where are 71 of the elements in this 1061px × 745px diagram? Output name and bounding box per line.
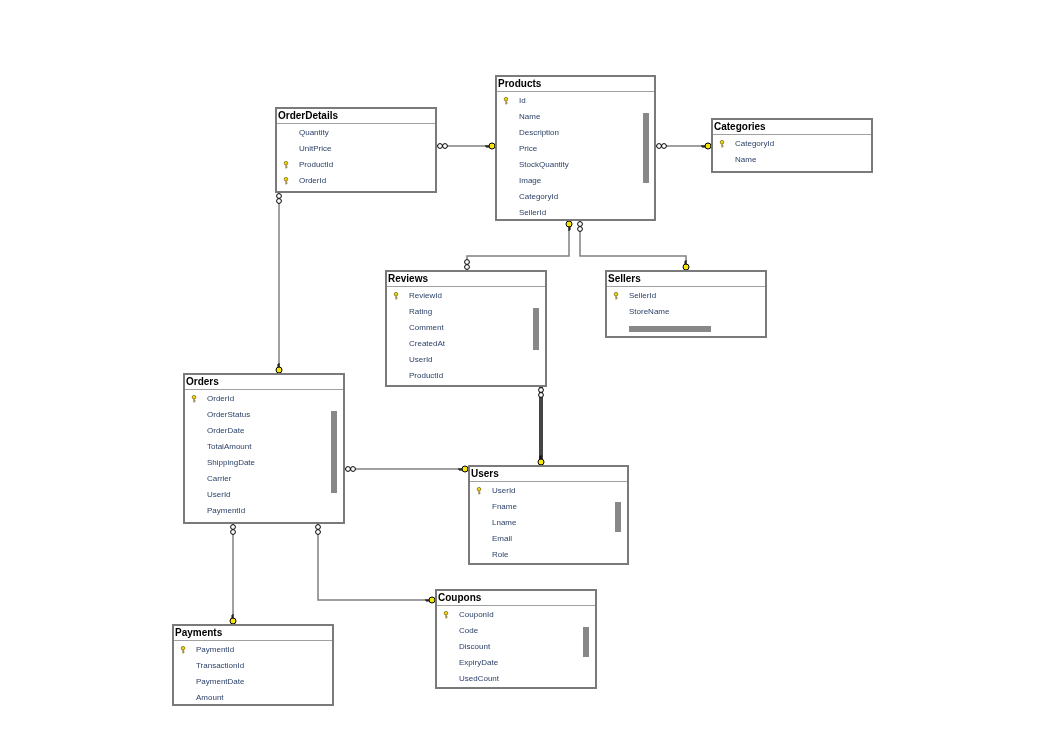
column-name: UnitPrice (298, 144, 332, 154)
relationship-line (229, 523, 237, 625)
relationship-line (436, 142, 496, 150)
table-box (495, 75, 656, 221)
column-name: CategoryId (518, 192, 559, 202)
column-name: Lname (491, 518, 517, 528)
column-name: Carrier (206, 474, 232, 484)
relationship-line (537, 387, 545, 466)
relationship-line (275, 192, 283, 374)
relationship-line (315, 523, 436, 604)
column-name: ExpiryDate (458, 658, 499, 668)
column-name: TransactionId (195, 661, 245, 671)
column-name: Amount (195, 693, 224, 703)
table-box (711, 118, 873, 173)
column-name: OrderStatus (206, 410, 251, 420)
column-name: OrderDate (206, 426, 245, 436)
table-box (435, 589, 597, 689)
column-name: CategoryId (734, 139, 775, 149)
column-name: Comment (408, 323, 444, 333)
table-title: Users (470, 467, 627, 482)
table-box (385, 270, 547, 387)
column-name: UserId (491, 486, 516, 496)
column-name: TotalAmount (206, 442, 252, 452)
column-name: Name (518, 112, 541, 122)
table-title: Orders (185, 375, 343, 390)
column-name: UsedCount (458, 674, 500, 684)
table-title: OrderDetails (277, 109, 435, 124)
table-title: Coupons (437, 591, 595, 606)
table-box (275, 107, 437, 193)
column-name: ProductId (298, 160, 334, 170)
column-name: PaymentId (206, 506, 246, 516)
column-name: SellerId (628, 291, 657, 301)
column-name: Role (491, 550, 509, 560)
column-name: ShippingDate (206, 458, 256, 468)
table-box (172, 624, 334, 706)
column-name: Name (734, 155, 757, 165)
column-name: Discount (458, 642, 491, 652)
column-name: UserId (408, 355, 433, 365)
table-box (605, 270, 767, 338)
column-name: Price (518, 144, 538, 154)
column-name: Email (491, 534, 512, 544)
column-name: PaymentId (195, 645, 235, 655)
table-title: Products (497, 77, 654, 92)
column-name: Code (458, 626, 479, 636)
column-name: Fname (491, 502, 517, 512)
column-name: UserId (206, 490, 231, 500)
relationship-line (655, 142, 712, 150)
table-title: Sellers (607, 272, 765, 287)
column-name: StoreName (628, 307, 670, 317)
column-name: PaymentDate (195, 677, 245, 687)
column-name: Rating (408, 307, 433, 317)
column-name: Description (518, 128, 559, 138)
column-name: ProductId (408, 371, 444, 381)
column-name: SellerId (518, 208, 547, 218)
relationship-line (464, 220, 573, 271)
table-box (183, 373, 345, 524)
relationship-line (344, 465, 469, 473)
column-name: ReviewId (408, 291, 442, 301)
column-name: OrderId (298, 176, 327, 186)
table-title: Payments (174, 626, 332, 641)
column-name: OrderId (206, 394, 235, 404)
column-name: Quantity (298, 128, 329, 138)
table-box (468, 465, 629, 565)
column-name: StockQuantity (518, 160, 569, 170)
column-name: CouponId (458, 610, 494, 620)
column-name: CreatedAt (408, 339, 446, 349)
column-name: Id (518, 96, 526, 106)
table-title: Categories (713, 120, 871, 135)
table-title: Reviews (387, 272, 545, 287)
relationship-line (577, 220, 690, 271)
column-name: Image (518, 176, 542, 186)
